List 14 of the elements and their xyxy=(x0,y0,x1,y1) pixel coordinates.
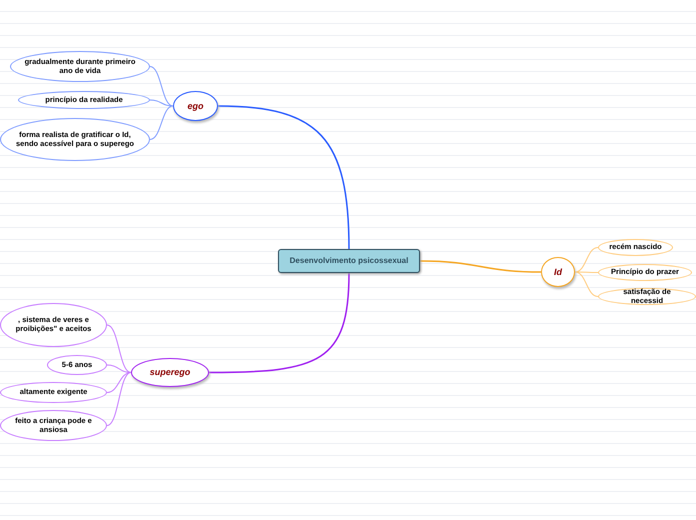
connector-line xyxy=(150,106,174,140)
connector-line xyxy=(150,100,174,106)
connector-line xyxy=(106,324,132,373)
connector-line xyxy=(420,260,542,273)
root-topic-box: Desenvolvimento psicossexual xyxy=(278,249,420,273)
connector-line xyxy=(106,372,132,393)
connector-line xyxy=(218,105,350,250)
connector-line xyxy=(106,364,132,373)
connector-line xyxy=(574,272,598,273)
connector-line xyxy=(150,66,174,106)
connector-line xyxy=(209,272,350,374)
connector-line xyxy=(574,272,598,297)
connector-line xyxy=(574,247,598,272)
connector-line xyxy=(106,372,132,426)
